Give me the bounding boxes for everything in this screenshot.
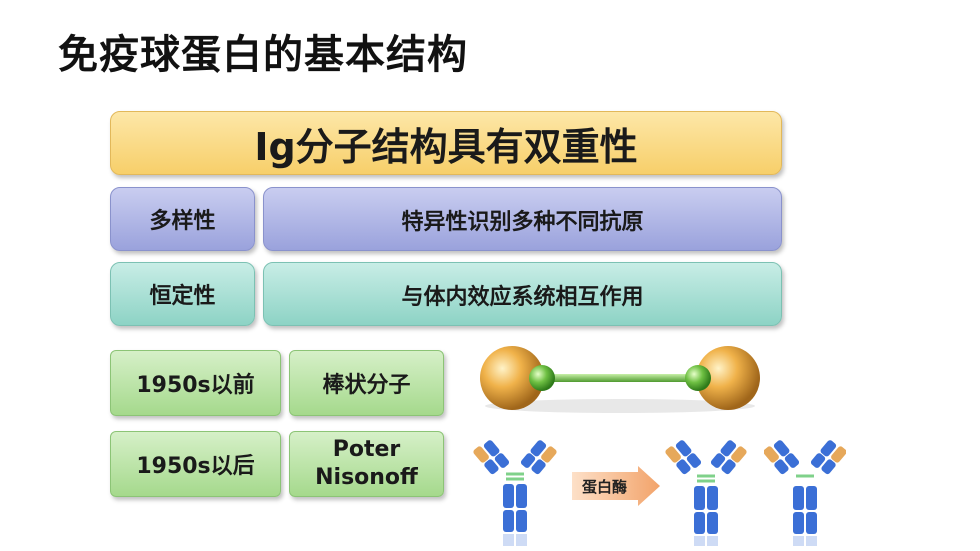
constancy-label-box: 恒定性 (110, 262, 255, 326)
protease-label: 蛋白酶 (582, 478, 628, 496)
rod-molecule-illustration (480, 346, 760, 413)
era-after-1950s: 1950s以后 (136, 454, 255, 479)
cleaved-antibody-icon (665, 440, 747, 546)
rod-shadow (485, 399, 755, 413)
variability-label: 多样性 (149, 209, 216, 234)
poter-nisonoff-box: Poter Nisonoff (289, 431, 444, 497)
protease-arrow-icon (572, 466, 660, 506)
era-before-1950s-box: 1950s以前 (110, 350, 281, 416)
header-banner: Ig分子结构具有双重性 (110, 111, 782, 175)
page-title: 免疫球蛋白的基本结构 (58, 32, 468, 78)
header-text: Ig分子结构具有双重性 (254, 124, 638, 169)
constancy-description-box: 与体内效应系统相互作用 (263, 262, 782, 326)
era-before-1950s: 1950s以前 (136, 373, 255, 398)
variability-description: 特异性识别多种不同抗原 (401, 210, 644, 235)
fragmented-antibody-icon (764, 440, 846, 546)
left-green-sphere (529, 365, 555, 391)
constancy-description: 与体内效应系统相互作用 (401, 285, 644, 310)
left-gold-sphere (480, 346, 544, 410)
rod (540, 374, 700, 382)
poter-label: Poter (332, 437, 401, 462)
constancy-label: 恒定性 (149, 284, 216, 309)
intact-antibody-icon (473, 440, 557, 546)
variability-label-box: 多样性 (110, 187, 255, 251)
right-gold-sphere (696, 346, 760, 410)
rod-molecule-label: 棒状分子 (322, 373, 411, 398)
rod-molecule-box: 棒状分子 (289, 350, 444, 416)
variability-description-box: 特异性识别多种不同抗原 (263, 187, 782, 251)
nisonoff-label: Nisonoff (315, 465, 418, 490)
right-green-sphere (685, 365, 711, 391)
era-after-1950s-box: 1950s以后 (110, 431, 281, 497)
